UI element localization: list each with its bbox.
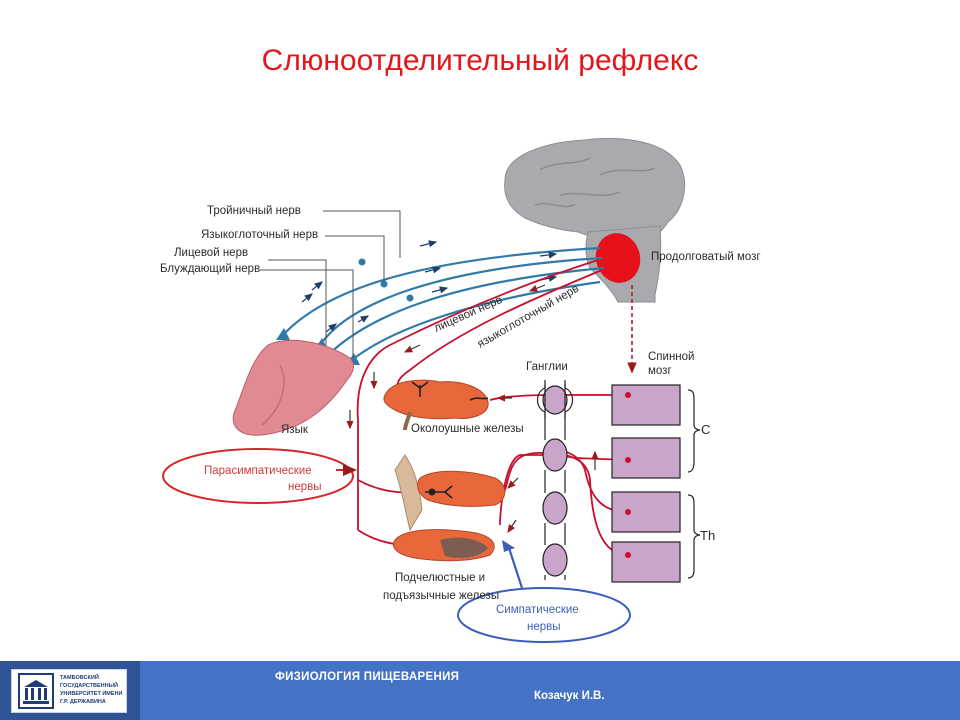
label-segment-c: C xyxy=(701,422,710,437)
spinal-segment xyxy=(611,437,681,479)
footer-bar: ТАМБОВСКИЙ ГОСУДАРСТВЕННЫЙ УНИВЕРСИТЕТ И… xyxy=(0,661,960,720)
efferent-arrow xyxy=(507,477,519,489)
submandibular-neuron-body xyxy=(428,488,436,496)
label-parotid-glands: Околоушные железы xyxy=(411,423,524,435)
efferent-facial-nerve xyxy=(356,259,599,530)
nerve-trunk xyxy=(394,454,423,532)
sympathetic-ganglia-chain xyxy=(536,380,574,580)
label-medulla: Продолговатый мозг xyxy=(651,251,761,263)
label-trigeminal-nerve: Тройничный нерв xyxy=(207,205,301,217)
label-leaders xyxy=(260,210,401,358)
leader-trigeminal xyxy=(323,210,401,258)
sublingual-gland xyxy=(393,529,495,562)
leader-glossopharyngeal xyxy=(325,235,385,282)
label-facial-efferent: лицевой нерв xyxy=(432,294,504,335)
afferent-arrow xyxy=(419,240,438,248)
label-segment-th: Th xyxy=(700,528,715,543)
leader-vagus xyxy=(260,269,354,358)
ganglion-chain-links xyxy=(544,384,566,580)
efferent-direction-arrows xyxy=(346,284,599,533)
slide-title: Слюноотделительный рефлекс xyxy=(261,44,699,77)
parotid-duct xyxy=(403,411,412,431)
brace-th xyxy=(687,494,701,579)
sympathetic-ganglion xyxy=(542,543,568,577)
afferent-nerve-trigeminal xyxy=(282,246,601,336)
spinal-segment xyxy=(611,491,681,533)
university-building-icon xyxy=(18,673,54,709)
sublingual-gland-dark xyxy=(440,537,488,558)
nerve-ending-1 xyxy=(276,328,290,340)
label-sympathetic-line2: нервы xyxy=(527,621,561,633)
efferent-arrow xyxy=(403,344,421,353)
efferent-arrow xyxy=(528,284,546,292)
footer-course-title: ФИЗИОЛОГИЯ ПИЩЕВАРЕНИЯ xyxy=(275,671,460,683)
brain-folds xyxy=(534,157,656,208)
label-glossopharyngeal-nerve: Языкоглоточный нерв xyxy=(201,229,318,241)
footer-author: Козачук И.В. xyxy=(534,690,605,702)
ganglion-dot-1 xyxy=(358,258,366,266)
spinal-neuron xyxy=(625,392,631,398)
label-submandibular-line1: Подчелюстные и xyxy=(395,572,485,584)
parotid-gland-shape xyxy=(383,379,489,420)
label-submandibular-line2: подъязычные железы xyxy=(383,590,499,602)
label-ganglia: Ганглии xyxy=(526,361,568,373)
spinal-connection-4 xyxy=(499,454,629,556)
brace-c xyxy=(687,389,701,473)
segment-braces xyxy=(687,389,701,579)
afferent-arrow xyxy=(311,281,323,291)
parotid-gland xyxy=(383,379,489,431)
label-spinal-line1: Спинной xyxy=(648,351,694,363)
sympathetic-callout xyxy=(457,587,631,643)
spinal-neuron xyxy=(625,552,631,558)
spinal-segment xyxy=(611,541,681,583)
label-tongue: Язык xyxy=(281,424,309,436)
sympathetic-pointer-head xyxy=(502,540,515,552)
efferent-arrow xyxy=(507,519,517,533)
afferent-nerve-facial xyxy=(327,266,605,356)
ganglion-dot-2 xyxy=(380,280,388,288)
label-parasympathetic-line1: Парасимпатические xyxy=(204,465,312,477)
university-logo-text: ТАМБОВСКИЙ ГОСУДАРСТВЕННЫЙ УНИВЕРСИТЕТ И… xyxy=(60,675,123,705)
tongue xyxy=(232,339,355,436)
afferent-arrow xyxy=(301,293,313,303)
spinal-segment xyxy=(611,384,681,426)
afferent-arrow xyxy=(357,315,370,323)
ganglion-dot-3 xyxy=(406,294,414,302)
medulla-oblongata xyxy=(595,233,641,283)
sympathetic-ganglion xyxy=(542,438,568,472)
afferent-arrow xyxy=(424,266,442,274)
brain xyxy=(504,137,686,303)
sympathetic-ganglion xyxy=(542,491,568,525)
parasympathetic-callout xyxy=(162,448,354,504)
tongue-groove xyxy=(261,364,285,426)
label-sympathetic-line1: Симпатические xyxy=(496,604,579,616)
afferent-arrow xyxy=(431,286,449,294)
spinal-neuron xyxy=(625,509,631,515)
afferent-arrow xyxy=(325,323,337,333)
salivary-reflex-diagram: Тройничный нерв Языкоглоточный нерв Лице… xyxy=(160,137,761,643)
leader-facial xyxy=(268,259,327,352)
parotid-neuron xyxy=(411,381,489,401)
spinal-cord xyxy=(611,384,681,583)
afferent-nerve-vagus xyxy=(351,280,601,361)
submandibular-gland-shape xyxy=(417,470,506,507)
sympathetic-ganglion xyxy=(542,385,568,415)
afferent-arrow xyxy=(539,251,558,259)
spinal-neuron xyxy=(625,457,631,463)
university-logo: ТАМБОВСКИЙ ГОСУДАРСТВЕННЫЙ УНИВЕРСИТЕТ И… xyxy=(11,669,127,713)
spinal-neurons xyxy=(625,392,631,558)
sympathetic-pointer xyxy=(506,544,524,589)
label-vagus-nerve: Блуждающий нерв xyxy=(160,263,260,275)
label-glossopharyngeal-efferent: языкоглоточный нерв xyxy=(476,283,582,351)
submandibular-gland xyxy=(394,454,506,532)
tongue-shape xyxy=(232,339,355,436)
footer-logo-panel: ТАМБОВСКИЙ ГОСУДАРСТВЕННЫЙ УНИВЕРСИТЕТ И… xyxy=(0,661,140,720)
label-facial-nerve: Лицевой нерв xyxy=(174,247,248,259)
label-parasympathetic-line2: нервы xyxy=(288,481,322,493)
label-spinal-line2: мозг xyxy=(648,365,672,377)
